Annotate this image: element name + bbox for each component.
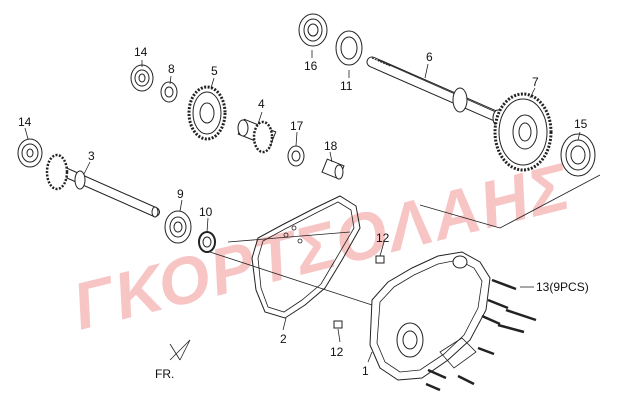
leader-lines	[24, 50, 601, 363]
callout-14-top: 14	[134, 45, 148, 59]
callout-10: 10	[199, 205, 213, 219]
callout-16: 16	[304, 59, 318, 73]
callout-12-lower: 12	[330, 345, 344, 359]
watermark-text: ΓΚΟΡΤΣΟΛΑΗΣ	[65, 149, 577, 344]
callout-6: 6	[426, 50, 433, 64]
part-13-bolts	[425, 278, 537, 392]
callout-9: 9	[177, 187, 184, 201]
part-15-bearing	[560, 133, 596, 177]
part-10-oil-seal	[198, 231, 216, 253]
callout-13: 13(9PCS)	[536, 280, 589, 294]
callout-2: 2	[280, 332, 287, 346]
callout-8: 8	[168, 62, 175, 76]
part-11-oil-seal	[335, 30, 363, 66]
part-16-bearing	[298, 13, 328, 47]
callout-17: 17	[290, 119, 304, 133]
callout-3: 3	[88, 149, 95, 163]
callout-18: 18	[324, 139, 338, 153]
callout-14-left: 14	[18, 115, 32, 129]
part-12-dowel-pin-upper	[375, 255, 385, 264]
part-5-gear	[187, 85, 227, 141]
part-1-transmission-cover	[369, 251, 491, 381]
part-3-input-shaft	[45, 153, 160, 218]
callout-12-upper: 12	[376, 231, 390, 245]
part-4-gear	[237, 118, 277, 154]
part-2-gasket	[251, 195, 361, 319]
front-direction-label: FR.	[155, 367, 174, 381]
front-direction-arrow	[169, 339, 191, 361]
callout-5: 5	[211, 64, 218, 78]
part-14-bearing-top	[130, 64, 154, 92]
callout-4: 4	[258, 97, 265, 111]
callout-7: 7	[532, 75, 539, 89]
callout-1: 1	[362, 364, 369, 378]
part-14-bearing-left	[17, 138, 43, 168]
callout-15: 15	[574, 117, 588, 131]
part-8-washer	[160, 81, 178, 103]
part-9-bearing	[164, 210, 192, 244]
callout-11: 11	[340, 79, 353, 93]
part-17-washer	[287, 145, 305, 167]
part-12-dowel-pin-lower	[333, 320, 343, 329]
part-18-bushing	[321, 158, 345, 180]
part-6-output-shaft	[366, 56, 506, 127]
part-7-gear	[493, 92, 553, 172]
